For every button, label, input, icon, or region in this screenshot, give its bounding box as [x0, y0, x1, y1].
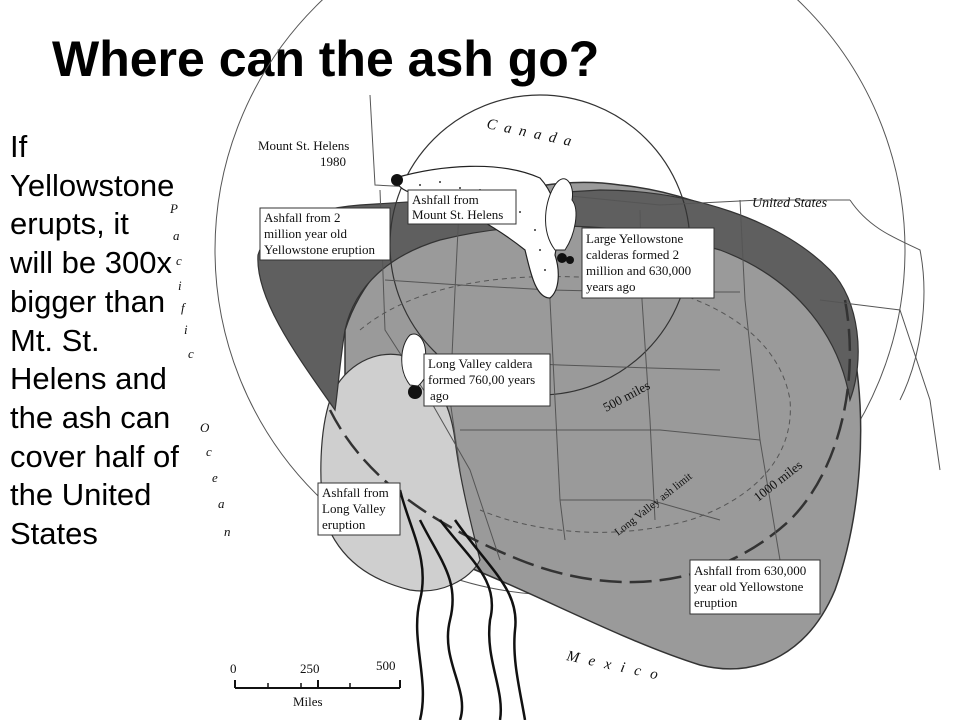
- ocean-letter: f: [181, 300, 187, 315]
- side-text-line: Mt. St.: [10, 322, 100, 358]
- label-canada: C a n a d a: [485, 116, 575, 150]
- ocean-letter: a: [218, 496, 225, 511]
- scale-tick-label: 250: [300, 661, 320, 676]
- label-mt-st-helens: Mount St. Helens 1980: [258, 138, 349, 169]
- river-lines: [398, 489, 527, 720]
- side-text-line: Yellowstone: [10, 167, 175, 203]
- ocean-letter: c: [188, 346, 194, 361]
- ocean-letter: P: [169, 201, 178, 216]
- side-text-line: the United: [10, 477, 152, 513]
- ocean-letter: e: [212, 470, 218, 485]
- side-text-line: If: [10, 129, 28, 164]
- label-ashfall-long-valley-line: eruption: [322, 517, 366, 532]
- side-text-line: Helens and: [10, 361, 167, 397]
- label-long-valley-caldera: Long Valley caldera formed 760,00 years …: [423, 353, 551, 407]
- label-ashfall-long-valley: Ashfall from Long Valley eruption: [317, 482, 401, 536]
- label-mt-st-helens-line: Mount St. Helens: [258, 138, 349, 153]
- ocean-letter: i: [178, 278, 182, 293]
- scale-unit-label: Miles: [293, 694, 323, 709]
- label-mexico: M e x i c o: [564, 648, 662, 684]
- label-ashfall-630k: Ashfall from 630,000 year old Yellowston…: [689, 559, 821, 615]
- side-text-line: will be 300x: [10, 245, 172, 281]
- yellowstone-caldera-marker: [545, 178, 577, 264]
- label-ashfall-630k-line: year old Yellowstone: [694, 579, 804, 594]
- side-text-line: cover half of: [10, 438, 179, 474]
- label-large-yellowstone-line: million and 630,000: [586, 263, 691, 278]
- ocean-letter: O: [200, 420, 210, 435]
- ocean-letter: i: [184, 322, 188, 337]
- label-ashfall-2m: Ashfall from 2 million year old Yellowst…: [259, 207, 391, 261]
- label-ashfall-2m-line: Yellowstone eruption: [264, 242, 375, 257]
- long-valley-marker: [401, 333, 428, 399]
- label-large-yellowstone: Large Yellowstone calderas formed 2 mill…: [581, 227, 715, 299]
- label-mt-st-helens-line: 1980: [320, 154, 346, 169]
- label-ashfall-long-valley-line: Long Valley: [322, 501, 386, 516]
- label-ashfall-msh-line: Mount St. Helens: [412, 207, 503, 222]
- side-text-line: erupts, it: [10, 206, 129, 242]
- label-ashfall-long-valley-line: Ashfall from: [322, 485, 389, 500]
- label-ashfall-630k-line: Ashfall from 630,000: [694, 563, 806, 578]
- label-long-valley-caldera-line: Long Valley caldera: [428, 356, 533, 371]
- label-large-yellowstone-line: calderas formed 2: [586, 247, 679, 262]
- label-ashfall-msh: Ashfall from Mount St. Helens: [407, 189, 517, 225]
- side-text-line: the ash can: [10, 399, 171, 435]
- ocean-letter: c: [176, 253, 182, 268]
- arc-1000-miles: [328, 299, 852, 584]
- side-text-line: bigger than: [10, 283, 166, 319]
- ocean-letter: a: [173, 228, 180, 243]
- label-ashfall-msh-line: Ashfall from: [412, 192, 479, 207]
- scale-bar: 0 250 500 Miles: [230, 658, 401, 709]
- ocean-letter: n: [224, 524, 231, 539]
- label-pacific-ocean: P a c i f i c O c e a n: [169, 201, 231, 539]
- label-large-yellowstone-line: Large Yellowstone: [586, 231, 683, 246]
- scale-tick-label: 0: [230, 661, 237, 676]
- scale-tick-label: 500: [376, 658, 396, 673]
- label-long-valley-caldera-line: ago: [430, 388, 449, 403]
- label-ashfall-630k-line: eruption: [694, 595, 738, 610]
- label-long-valley-caldera-line: formed 760,00 years: [428, 372, 535, 387]
- label-ashfall-2m-line: million year old: [264, 226, 348, 241]
- side-text-line: States: [10, 516, 98, 552]
- mt-st-helens-marker: [391, 174, 403, 186]
- ocean-letter: c: [206, 444, 212, 459]
- label-united-states: United States: [752, 196, 828, 211]
- page-title: Where can the ash go?: [52, 31, 600, 87]
- label-ashfall-2m-line: Ashfall from 2: [264, 210, 341, 225]
- side-text: If Yellowstone erupts, it will be 300x b…: [10, 128, 220, 554]
- label-large-yellowstone-line: years ago: [586, 279, 635, 294]
